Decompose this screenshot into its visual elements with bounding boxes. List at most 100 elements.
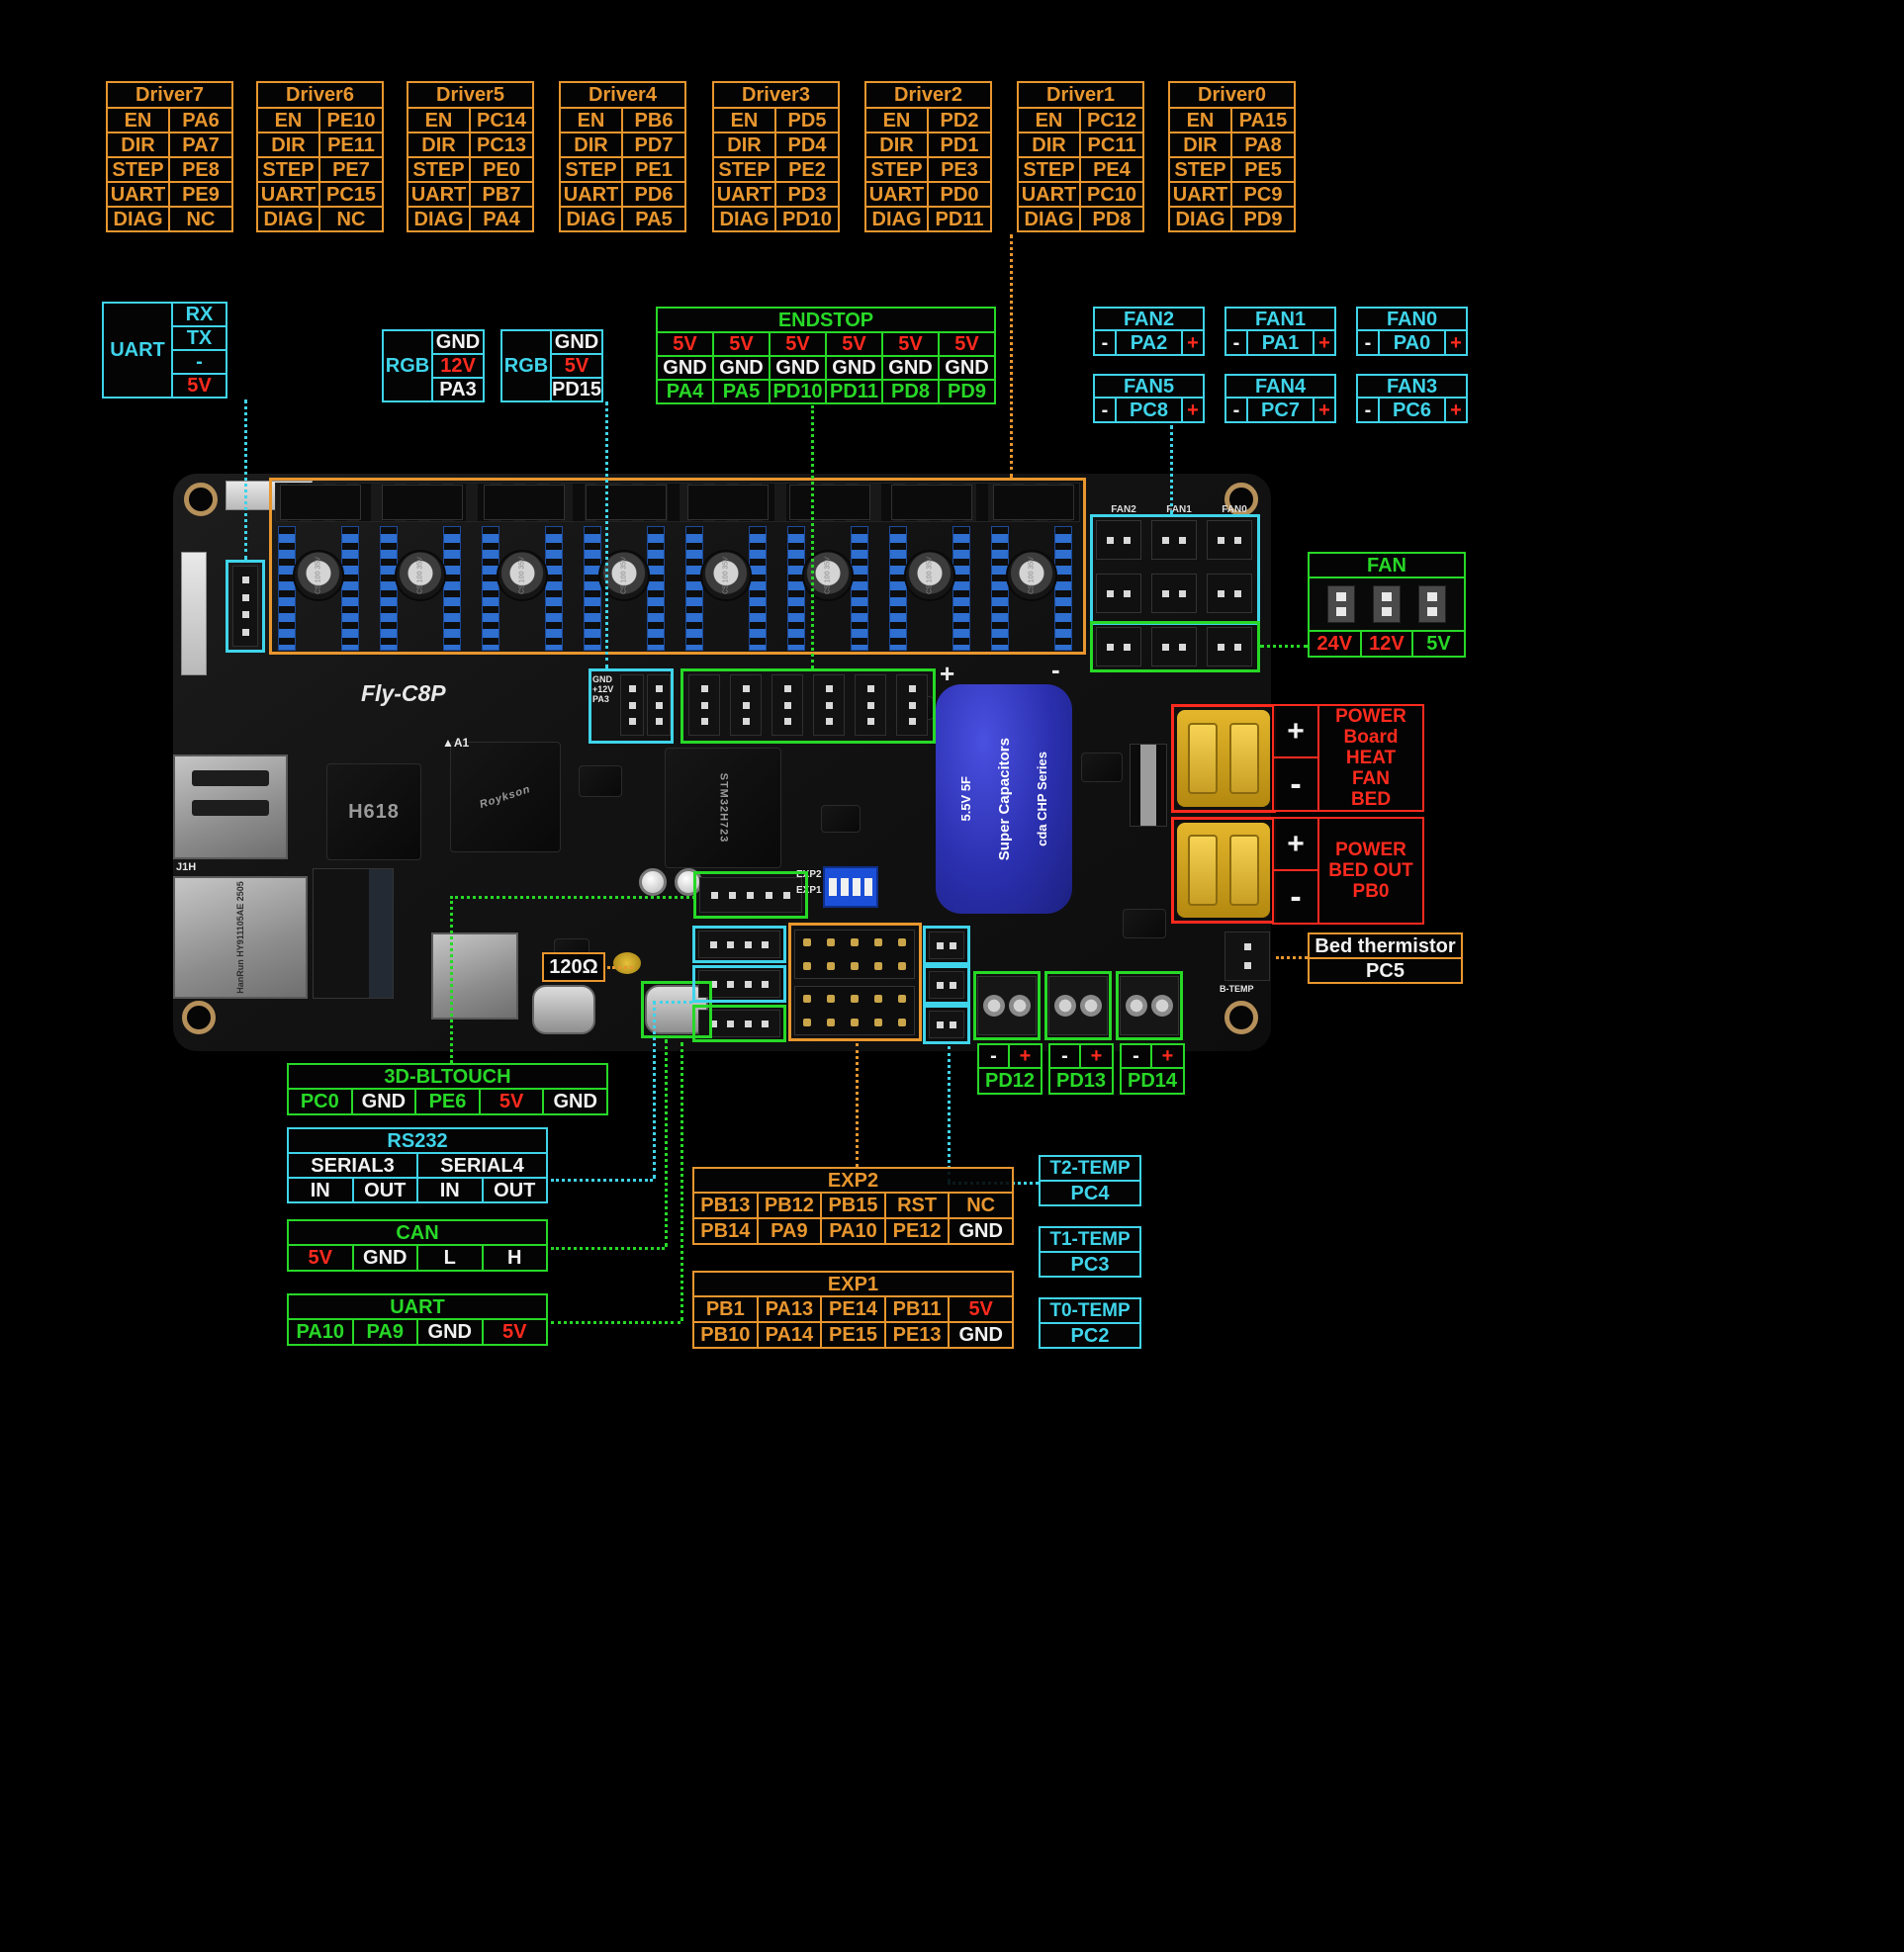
can-port-highlight [641,981,712,1038]
t0-temp-connector-highlight [923,1005,970,1044]
driver-top-connector [687,485,769,520]
exp2-header [794,930,915,979]
pin-cell: DIAG [712,206,776,232]
capacitor: CS 100 35V [497,550,548,601]
t2-temp-connector-highlight [923,926,970,965]
pin-cell: GND [881,355,940,381]
rgb-connector-12v [620,674,644,736]
pin-cell: DIAG [864,206,929,232]
pin-cell: 5V [881,331,940,357]
endstop-connector [688,674,720,736]
usb-slot [191,770,270,786]
supercap-minus-silk: - [1051,655,1060,684]
pin-cell: STEP [712,156,776,183]
pin-cell: PD8 [1079,206,1144,232]
pin-cell: 12V [431,353,485,379]
pin-cell: 5V [938,331,996,357]
connector-line [607,966,633,969]
fuse-heat-highlight [1171,704,1276,813]
pin-cell: DIR [256,132,320,158]
mounting-hole [184,483,218,516]
pin-cell: PA5 [712,379,771,404]
connector-line [551,1247,665,1250]
terminal-highlight [1116,971,1183,1040]
memory-chip: Roykson [450,742,561,852]
driver-socket [1054,526,1072,651]
table-title: RGB [500,329,552,402]
pin-cell: 5V [478,1088,545,1115]
table-title: T0-TEMP [1039,1297,1141,1324]
pin-cell: EN [712,107,776,133]
t1-temp-connector-highlight [923,965,970,1005]
pin-cell: UART [106,181,170,208]
t2-temp-connector [929,932,964,959]
table-title: Bed thermistor [1308,932,1463,959]
pin-cell: PE14 [820,1295,886,1323]
small-ic [1081,753,1123,782]
pin-cell: PD3 [774,181,840,208]
table-title: ENDSTOP [656,307,996,333]
pin-cell: UART [712,181,776,208]
pd-table-pd13: -+PD13 [1048,1043,1114,1095]
pin-cell: PE13 [883,1321,951,1349]
power-label-line: BED [1350,789,1392,810]
fan-table-fan0: FAN0-PA0+ [1356,307,1468,356]
pin-cell: PD14 [1120,1067,1185,1095]
uart-connector [232,566,258,647]
pd-table-pd12: -+PD12 [977,1043,1043,1095]
pin-cell: PA3 [431,377,485,402]
pin-cell: PD0 [927,181,992,208]
rgb-connector-5v [647,674,671,736]
serial-group: SERIAL3 [287,1152,418,1179]
voltage-option: 12V [1359,630,1414,658]
table-title: Driver2 [864,81,992,109]
pin-cell: PC10 [1079,181,1144,208]
pin-cell: PB11 [883,1295,951,1323]
pin-cell: PA10 [287,1318,354,1346]
uart-connector-highlight [226,560,265,653]
pin-cell: PA15 [1230,107,1296,133]
pin-cell: DIAG [1168,206,1232,232]
connector-line [680,1042,683,1321]
table-title: Driver4 [559,81,686,109]
power-label-line: PB0 [1352,881,1390,902]
pin-cell: PB15 [820,1192,886,1219]
pin-cell: PD6 [621,181,686,208]
endstop-connector [813,674,845,736]
connector-line [244,399,247,560]
table-title: RGB [382,329,433,402]
pin-cell: GND [948,1321,1014,1349]
pin-cell: PB7 [469,181,534,208]
table-title: Driver7 [106,81,233,109]
plus-cell: + [1008,1043,1043,1069]
pin-cell: DIR [712,132,776,158]
uart-header-highlight [692,1005,786,1042]
pin-cell: GND [938,355,996,381]
pin-cell: PA4 [469,206,534,232]
pin-cell: IN [287,1177,354,1203]
pin-cell: IN [416,1177,484,1203]
resistor-value: 120Ω [542,952,605,982]
board-name-silkscreen: Fly-C8P [361,680,446,706]
fan-table-fan5: FAN5-PC8+ [1093,374,1205,423]
pin-cell: PC13 [469,132,534,158]
driver-socket [443,526,461,651]
table-title: FAN0 [1356,307,1468,331]
minus-cell: - [1224,329,1248,356]
endstop-connectors-highlight [680,668,936,744]
connector-line [665,1039,668,1247]
table-title: RS232 [287,1127,548,1154]
pin-cell: 5V [287,1244,354,1272]
minus-cell: - [1120,1043,1152,1069]
pin-cell: GND [416,1318,484,1346]
fan-connector [1151,520,1197,560]
pin-cell: PA9 [351,1318,418,1346]
